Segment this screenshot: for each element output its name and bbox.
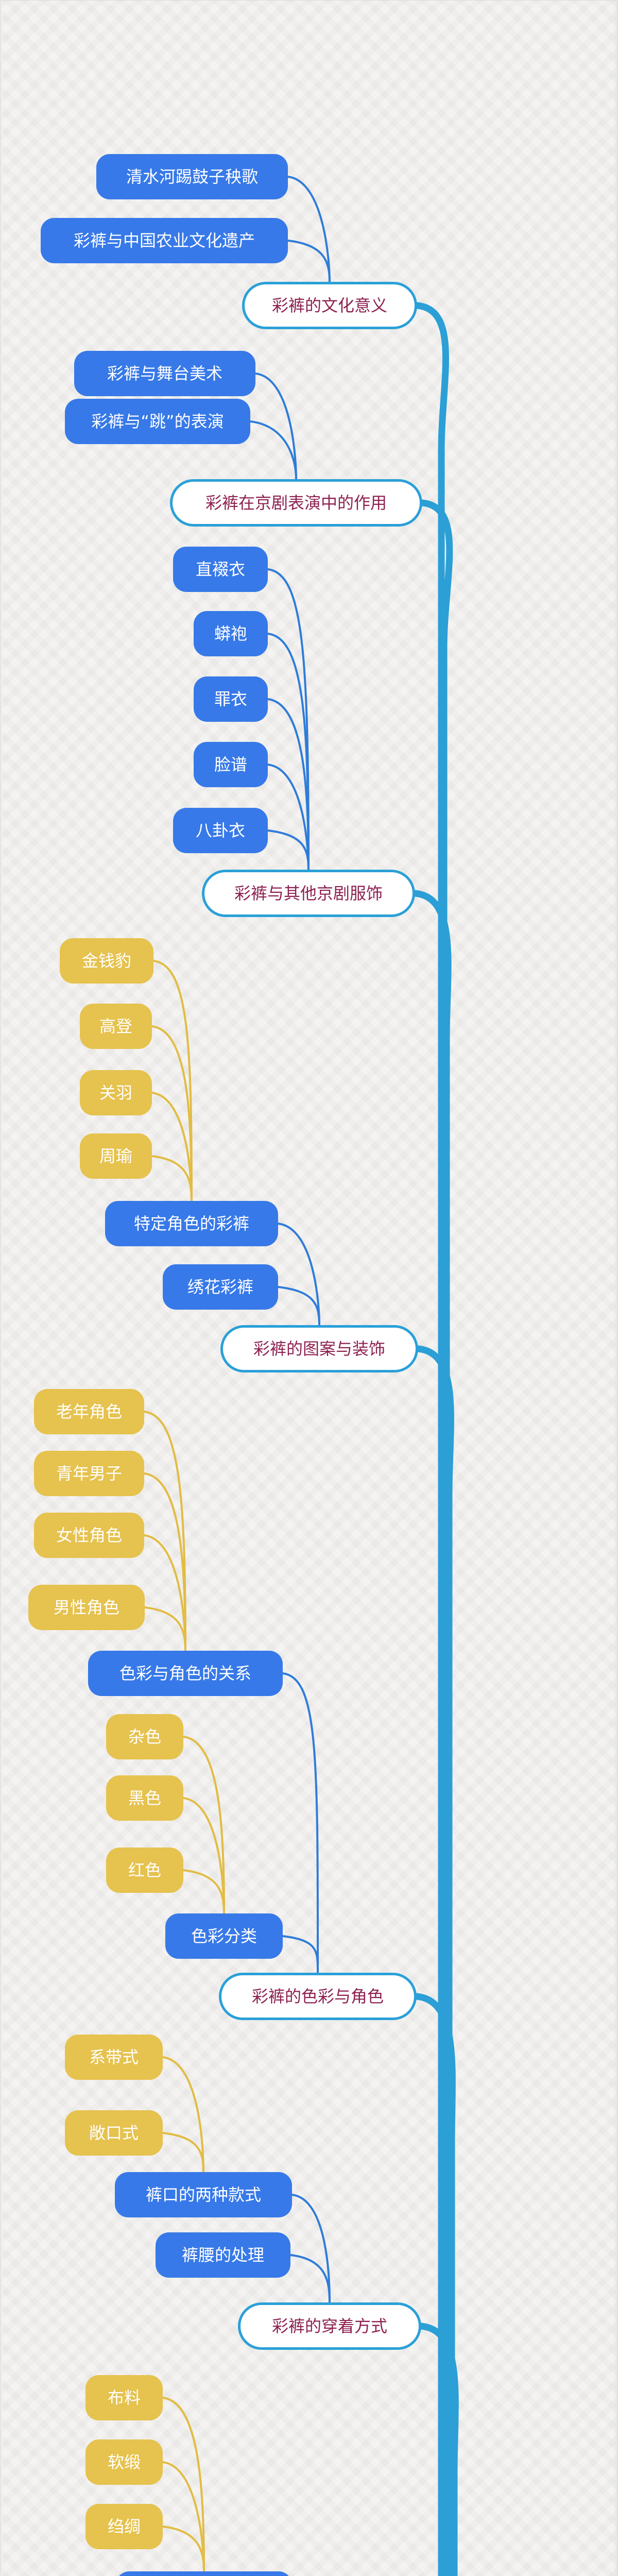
subtopic-node[interactable]: 青年男子 (34, 1451, 144, 1496)
subtopic-node[interactable]: 敞口式 (65, 2110, 163, 2156)
topic-node[interactable]: 彩裤的面料选择 (116, 2571, 292, 2576)
branch-connector (267, 829, 310, 871)
topic-node[interactable]: 脸谱 (194, 742, 268, 787)
section-node[interactable]: 彩裤的色彩与角色 (219, 1973, 417, 2020)
subtopic-node[interactable]: 杂色 (106, 1714, 183, 1759)
section-node[interactable]: 彩裤的文化意义 (242, 282, 417, 329)
branch-connector (267, 568, 310, 871)
subtopic-node[interactable]: 金钱豹 (60, 938, 153, 984)
branch-connector (287, 176, 331, 283)
topic-node[interactable]: 色彩与角色的关系 (88, 1651, 283, 1696)
subtopic-node[interactable]: 男性角色 (28, 1585, 145, 1630)
topic-node[interactable]: 裤腰的处理 (156, 2232, 290, 2278)
branch-connector (291, 2194, 331, 2303)
topic-node[interactable]: 罪衣 (194, 676, 268, 722)
branch-connector (182, 1736, 225, 1914)
section-node[interactable]: 彩裤的穿着方式 (238, 2302, 421, 2350)
branch-connector (249, 420, 297, 480)
topic-node[interactable]: 彩裤与中国农业文化遗产 (41, 218, 288, 263)
branch-connector (162, 2132, 204, 2173)
branch-connector (144, 1606, 186, 1652)
subtopic-node[interactable]: 女性角色 (34, 1513, 144, 1558)
branch-connector (282, 1935, 319, 1974)
subtopic-node[interactable]: 布料 (85, 2375, 163, 2420)
subtopic-node[interactable]: 周瑜 (80, 1133, 152, 1179)
subtopic-node[interactable]: 高登 (80, 1004, 152, 1049)
subtopic-node[interactable]: 老年角色 (34, 1389, 144, 1434)
branch-connector (277, 1286, 320, 1326)
topic-node[interactable]: 色彩分类 (165, 1913, 283, 1959)
branch-connector (151, 1025, 193, 1202)
topic-node[interactable]: 裤口的两种款式 (115, 2172, 292, 2217)
subtopic-node[interactable]: 红色 (106, 1848, 183, 1893)
branch-connector (162, 2056, 204, 2173)
topic-node[interactable]: 直裰衣 (173, 547, 268, 592)
section-node[interactable]: 彩裤与其他京剧服饰 (202, 870, 415, 917)
branch-connector (162, 2526, 205, 2572)
trunk-connector (419, 499, 453, 2576)
branch-connector (282, 1672, 319, 1974)
topic-node[interactable]: 清水河踢鼓子秧歌 (96, 154, 288, 199)
trunk-connector (415, 1345, 454, 2576)
topic-node[interactable]: 绣花彩裤 (163, 1264, 278, 1310)
branch-connector (182, 1797, 225, 1914)
branch-connector (267, 764, 310, 871)
topic-node[interactable]: 彩裤与“跳”的表演 (65, 399, 250, 444)
branch-connector (289, 2254, 331, 2303)
branch-connector (162, 2461, 205, 2572)
topic-node[interactable]: 八卦衣 (173, 808, 268, 853)
branch-connector (151, 1092, 193, 1202)
subtopic-node[interactable]: 黑色 (106, 1775, 183, 1821)
trunk-connector (418, 2323, 459, 2576)
branch-connector (143, 1472, 186, 1652)
branch-connector (151, 1155, 193, 1202)
topic-node[interactable]: 蟒袍 (194, 611, 268, 656)
topic-node[interactable]: 彩裤与舞台美术 (74, 351, 255, 396)
branch-connector (277, 1223, 320, 1326)
branch-connector (182, 1869, 225, 1914)
branch-connector (162, 2397, 205, 2572)
trunk-connector (411, 890, 452, 2576)
section-node[interactable]: 彩裤在京剧表演中的作用 (170, 479, 422, 527)
trunk-connector (413, 1993, 456, 2576)
trunk-connector (414, 302, 449, 2576)
subtopic-node[interactable]: 系带式 (65, 2035, 163, 2080)
subtopic-node[interactable]: 关羽 (80, 1070, 152, 1115)
subtopic-node[interactable]: 绉绸 (85, 2504, 163, 2549)
branch-connector (287, 240, 331, 283)
section-node[interactable]: 彩裤的图案与装饰 (220, 1325, 418, 1372)
branch-connector (267, 698, 310, 871)
branch-connector (143, 1534, 186, 1652)
topic-node[interactable]: 特定角色的彩裤 (105, 1201, 278, 1246)
branch-connector (254, 372, 297, 480)
subtopic-node[interactable]: 软缎 (85, 2439, 163, 2485)
